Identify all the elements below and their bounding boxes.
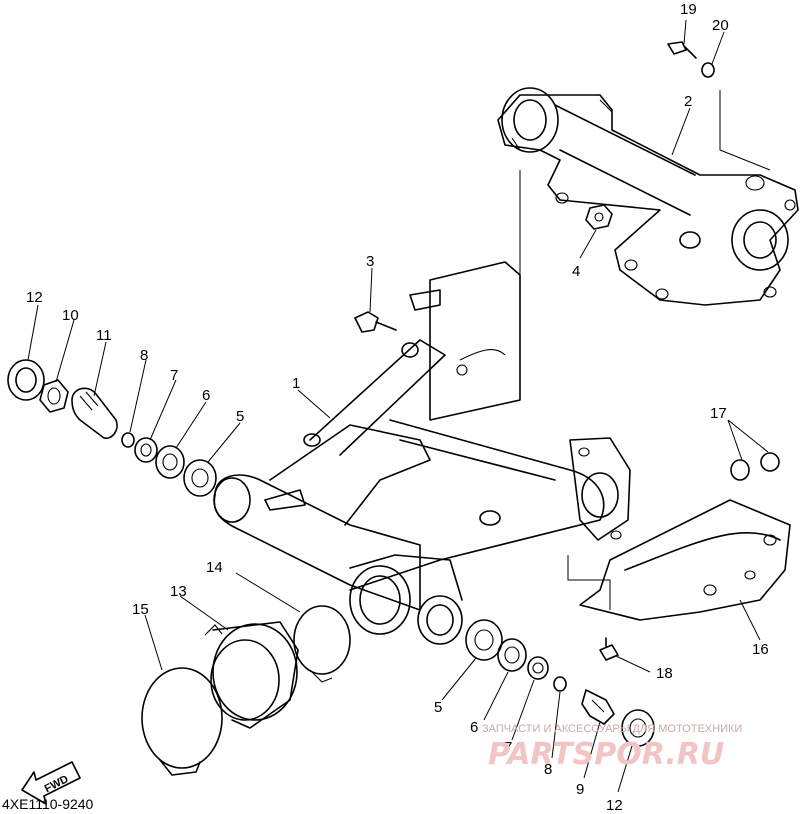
callout-10: 10 — [62, 307, 79, 324]
part-11-pivot-shaft — [71, 387, 118, 440]
part-9-pivot-bolt — [581, 689, 615, 725]
callout-6-right: 6 — [470, 719, 478, 736]
callout-1: 1 — [292, 375, 300, 392]
callout-7-right: 7 — [504, 739, 512, 756]
part-5-bearing-right — [465, 619, 503, 661]
watermark-tagline: ЗАПЧАСТИ И АКСЕССУАРЫ ДЛЯ МОТОТЕХНИКИ — [482, 723, 742, 735]
part-6-bearing-left — [155, 445, 185, 479]
part-18-screw — [599, 637, 619, 661]
part-8-circlip-left — [121, 432, 135, 448]
callout-11: 11 — [96, 327, 112, 344]
leader-lines — [27, 19, 771, 793]
part-1-swingarm — [213, 339, 631, 645]
watermark: ЗАПЧАСТИ И АКСЕССУАРЫ ДЛЯ МОТОТЕХНИКИ PA… — [482, 723, 742, 772]
part-20-washer — [701, 62, 715, 78]
part-10-nut — [39, 379, 69, 413]
callout-17: 17 — [710, 405, 727, 422]
callout-7-left: 7 — [170, 367, 178, 384]
part-19-bolt — [667, 41, 697, 59]
callout-19: 19 — [680, 1, 697, 18]
part-13-boot — [204, 621, 299, 729]
callout-3: 3 — [366, 253, 374, 270]
part-3-bolt — [354, 311, 419, 358]
part-5-bearing-left — [183, 459, 217, 497]
part-14-clamp-ring — [293, 605, 351, 683]
caliper-bracket-plate — [409, 261, 521, 421]
part-12-dust-seal-left — [7, 359, 45, 401]
callout-labels: 19 20 2 4 3 12 10 11 8 7 6 5 1 17 14 13 … — [26, 1, 769, 814]
callout-2: 2 — [684, 93, 692, 110]
part-4-nut — [585, 204, 613, 230]
callout-20: 20 — [712, 17, 729, 34]
callout-5-left: 5 — [236, 408, 244, 425]
watermark-brand: PARTSPOR.RU — [488, 737, 724, 772]
callout-4: 4 — [572, 263, 580, 280]
callout-13: 13 — [170, 583, 187, 600]
part-16-chain-guard — [579, 499, 791, 621]
part-17-grommet-a — [730, 459, 750, 481]
callout-12-left: 12 — [26, 289, 43, 306]
figure-code: 4XE1110-9240 — [2, 796, 94, 812]
callout-8-right: 8 — [544, 761, 552, 778]
callout-18: 18 — [656, 665, 673, 682]
callout-15: 15 — [132, 601, 149, 618]
part-2-axle-housing — [497, 87, 799, 306]
callout-12-right: 12 — [606, 797, 623, 814]
callout-8-left: 8 — [140, 347, 148, 364]
callout-14: 14 — [206, 559, 223, 576]
callout-9: 9 — [576, 781, 584, 798]
part-8-circlip-right — [553, 676, 567, 692]
part-12-dust-seal-right — [621, 709, 655, 747]
part-7-washer-right — [527, 656, 549, 680]
callout-5-right: 5 — [434, 699, 442, 716]
callout-16: 16 — [752, 641, 769, 658]
part-7-washer-left — [134, 437, 158, 463]
part-15-hose-clamp — [141, 667, 223, 776]
fwd-label: FWD — [43, 773, 71, 795]
part-6-bearing-right — [497, 638, 527, 672]
part-17-grommet-b — [760, 452, 780, 472]
callout-6-left: 6 — [202, 387, 210, 404]
